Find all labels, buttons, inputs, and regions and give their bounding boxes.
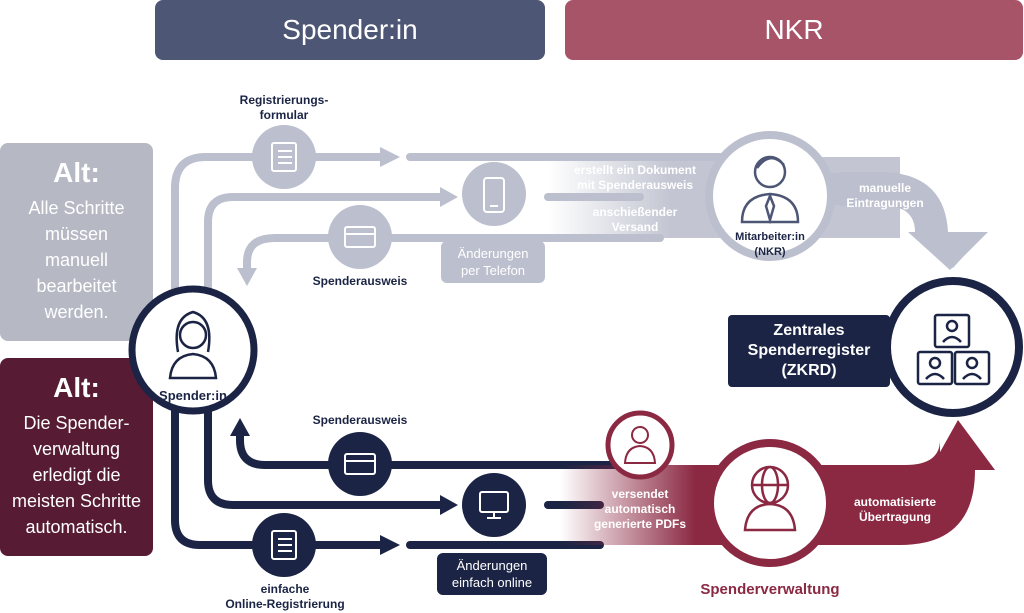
old-process-title: Alt:: [53, 157, 100, 188]
header-donor: Spender:in: [155, 0, 545, 60]
new-card-circle: [328, 432, 392, 496]
reg-form-label: Registrierungs- formular: [239, 93, 329, 122]
shipping-label: anschießender Versand: [592, 205, 678, 234]
old-card-label: Spenderausweis: [312, 274, 408, 288]
staff-person-icon: [740, 155, 800, 225]
checklist-icon: [271, 142, 297, 172]
donor-circle: [128, 285, 258, 415]
system-label: Spenderverwaltung: [700, 581, 840, 598]
id-card-icon: [344, 453, 376, 475]
phone-circle: [462, 162, 526, 226]
monitor-circle: [462, 473, 526, 537]
old-process-text: Alle Schritte müssen manuell bearbeitet …: [28, 198, 125, 322]
new-process-box: Alt: Die Spender- verwaltung erledigt di…: [0, 358, 153, 556]
auto-transfer-label: automatisierte Übertragung: [853, 495, 937, 524]
new-arrowhead-online: [440, 495, 458, 515]
checklist-icon: [271, 530, 297, 560]
old-process-box: Alt: Alle Schritte müssen manuell bearbe…: [0, 143, 153, 341]
registry-boxes-icon: [916, 313, 991, 386]
old-arrowhead-reg: [380, 147, 400, 167]
online-reg-label: einfache Online-Registrierung: [225, 582, 345, 611]
registry-label-box: Zentrales Spenderregister (ZKRD): [728, 315, 890, 387]
new-arrowhead-reg: [380, 535, 400, 555]
donor-label: Spender:in: [159, 388, 227, 403]
new-arrowhead-card: [230, 418, 250, 436]
old-arrowhead-card: [237, 268, 257, 286]
new-process-title: Alt:: [53, 372, 100, 403]
manual-entry-arrow-body: [840, 172, 988, 270]
staff-label: Mitarbeiter:in (NKR): [735, 231, 805, 258]
monitor-icon: [479, 491, 509, 519]
phone-icon: [483, 177, 505, 213]
document-label: erstellt ein Dokument mit Spenderausweis: [573, 163, 697, 192]
pdf-label: versendet automatisch generierte PDFs: [593, 487, 687, 531]
new-card-label: Spenderausweis: [312, 413, 408, 427]
manual-entries-label: manuelle Eintragungen: [846, 181, 924, 210]
new-process-text: Die Spender- verwaltung erledigt die mei…: [11, 413, 142, 537]
auto-transfer-arrow: [820, 420, 995, 545]
globe-user-icon: [743, 465, 797, 532]
id-card-icon: [344, 226, 376, 248]
old-arrowhead-phone: [440, 187, 458, 207]
staff-person-icon: [623, 426, 657, 464]
woman-icon: [168, 310, 218, 380]
old-card-circle: [328, 205, 392, 269]
header-nkr: NKR: [565, 0, 1023, 60]
